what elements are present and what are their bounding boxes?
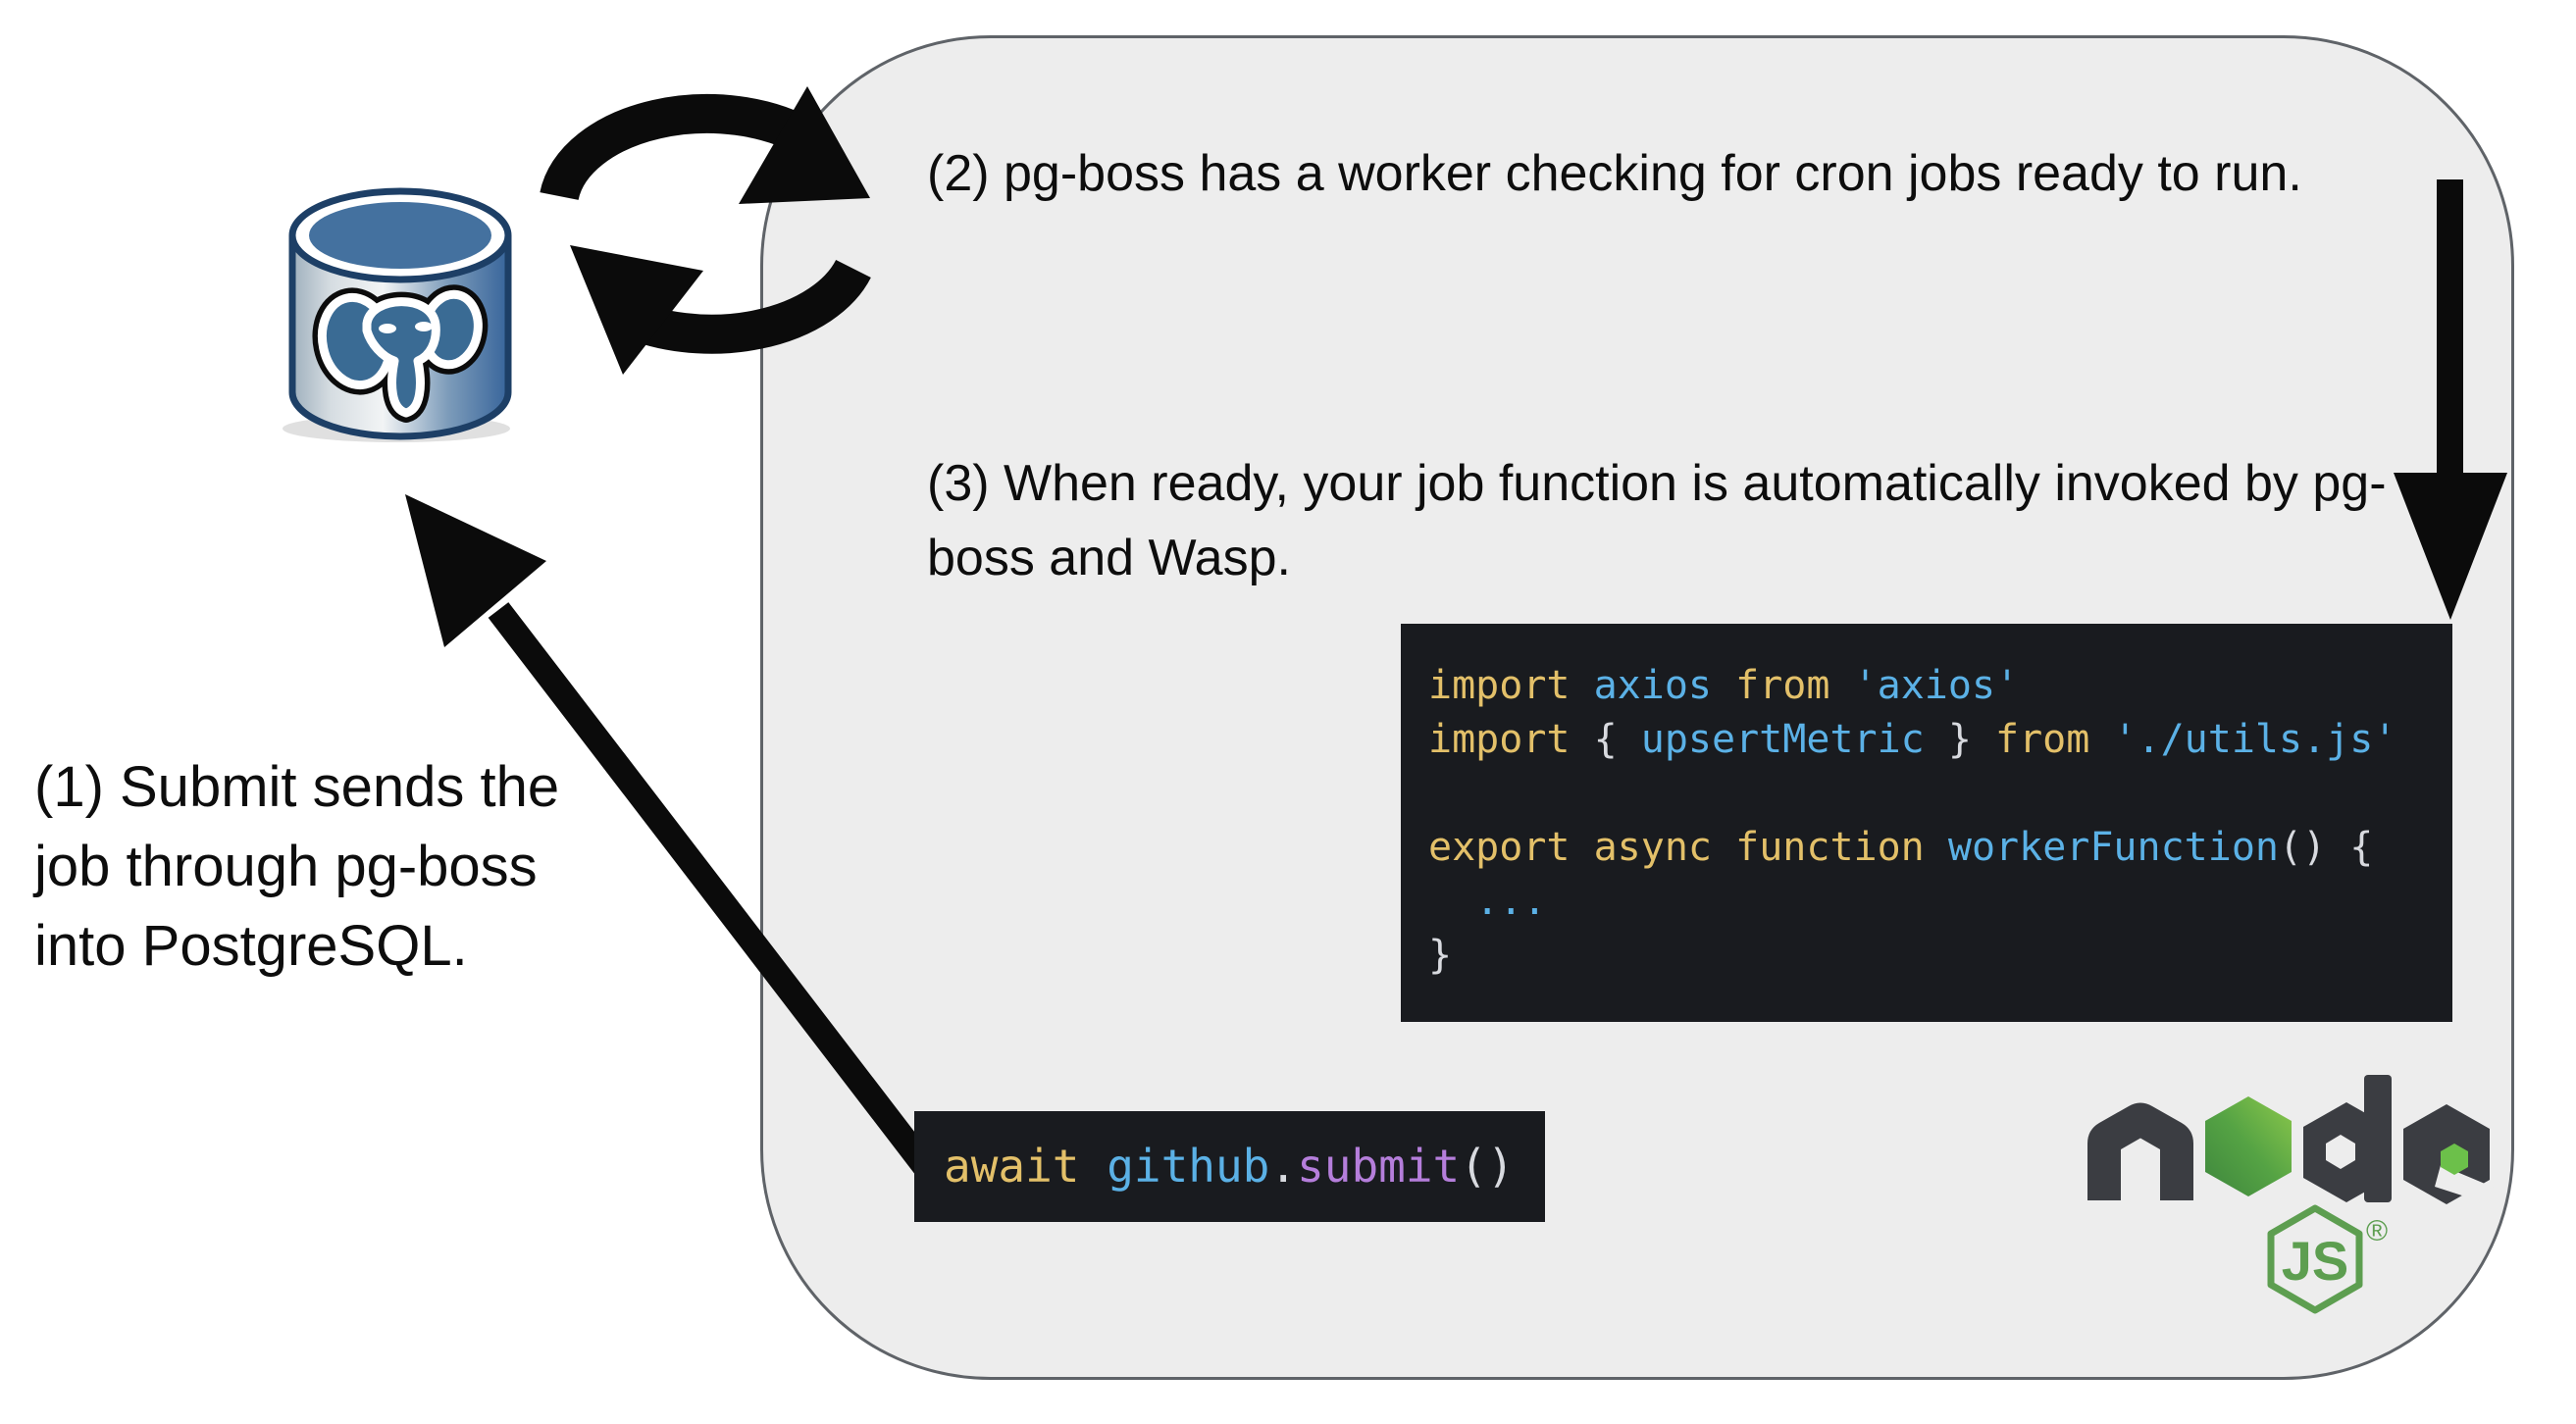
elephant-eye	[415, 322, 433, 331]
elephant-eye	[379, 324, 396, 333]
registered-mark: ®	[2366, 1215, 2388, 1247]
letter-n	[2087, 1102, 2193, 1200]
hexagon-o-icon	[2205, 1096, 2292, 1196]
step1-label: (1) Submit sends the job through pg-boss…	[34, 755, 560, 978]
postgresql-database-icon	[283, 152, 518, 451]
js-badge-text: JS	[2282, 1230, 2349, 1292]
cylinder-top	[309, 202, 491, 269]
step2-label: (2) pg-boss has a worker checking for cr…	[927, 145, 2302, 202]
submit-code-block: await github.submit()	[914, 1111, 1545, 1222]
nodejs-logo: JS ®	[2080, 1042, 2501, 1331]
letter-d	[2303, 1075, 2392, 1202]
step3-label: (3) When ready, your job function is aut…	[927, 455, 2387, 586]
letter-e	[2403, 1104, 2501, 1208]
js-badge: JS ®	[2267, 1204, 2388, 1314]
node-wordmark	[2087, 1075, 2501, 1208]
worker-code-block: import axios from 'axios'import { upsert…	[1401, 624, 2452, 1022]
cycle-arrows-icon	[535, 80, 878, 414]
